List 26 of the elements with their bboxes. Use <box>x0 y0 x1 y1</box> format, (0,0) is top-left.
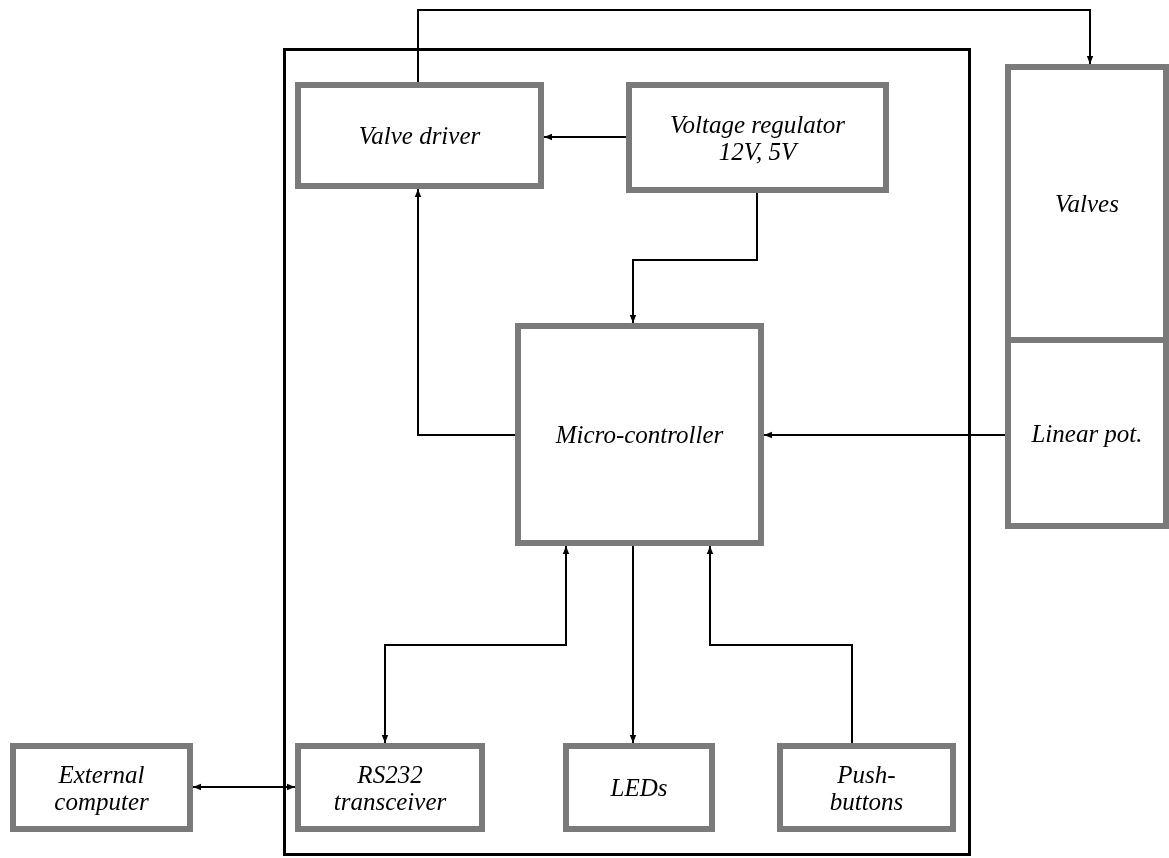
block-box <box>777 743 956 832</box>
block-label: Valves <box>1055 190 1119 217</box>
arrow <box>706 545 853 744</box>
block-box <box>626 82 889 193</box>
arrow <box>414 188 516 436</box>
block-box <box>563 743 715 832</box>
block-label: Micro-controller <box>555 421 724 448</box>
board-outline <box>283 48 971 856</box>
arrow <box>192 783 296 791</box>
block-box <box>10 743 193 832</box>
block-label: Push-buttons <box>828 760 905 815</box>
block-box <box>295 82 544 189</box>
arrow <box>417 9 1094 83</box>
block-label: Linear pot. <box>1031 419 1143 447</box>
arrow <box>543 133 627 141</box>
arrow <box>629 545 637 744</box>
block-label: RS232 transceiver <box>332 760 448 815</box>
block-box <box>295 743 485 832</box>
block-label: LEDs <box>610 774 668 801</box>
block-label: Valve driver <box>358 122 481 149</box>
block-label: Voltage regulator 12V, 5V <box>669 110 846 165</box>
block-label: External computer <box>53 760 150 815</box>
arrow <box>763 431 1006 439</box>
arrow <box>381 545 570 744</box>
arrow <box>629 192 758 324</box>
block-box <box>515 323 764 546</box>
